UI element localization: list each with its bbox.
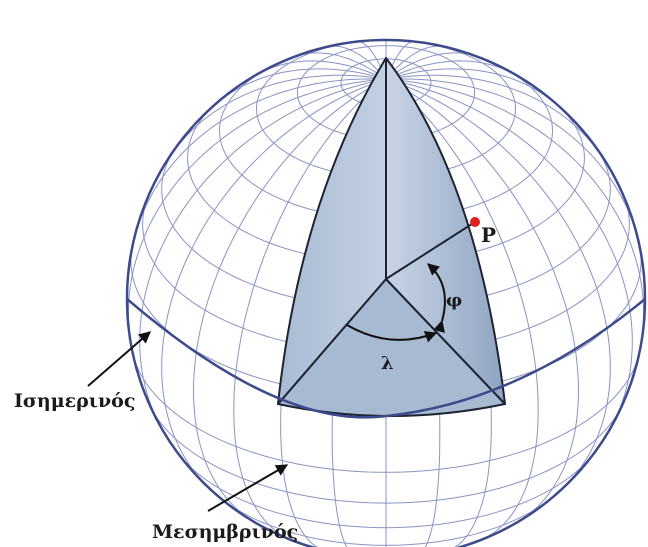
meridian-line [327, 45, 387, 80]
meridian-line [161, 78, 387, 494]
wedge-left-face [277, 57, 387, 405]
cutaway-wedge [277, 57, 506, 417]
latitude-arc [427, 263, 446, 334]
meridian-line [385, 78, 645, 352]
equator-label: Ισημερινός [14, 390, 135, 412]
meridian-line [385, 78, 580, 525]
equator-leader [87, 331, 151, 387]
parallel-line [174, 449, 598, 529]
longitude-arc [346, 324, 438, 343]
parallel-line [131, 351, 641, 473]
meridian-line [385, 78, 642, 255]
meridian-line [233, 79, 387, 541]
meridian-line [130, 78, 387, 255]
meridian-line [139, 78, 387, 440]
radius-to-point [385, 221, 476, 280]
meridian-line [385, 79, 539, 541]
meridian-line [192, 78, 387, 525]
point-p-label: P [481, 223, 496, 247]
point-p-marker [470, 217, 480, 227]
meridian-leader [207, 464, 289, 512]
parallel-line [147, 400, 625, 504]
longitude-symbol: λ [381, 353, 394, 374]
meridian-line [385, 78, 633, 440]
meridian-line [385, 78, 611, 494]
meridian-line [164, 74, 387, 165]
equator-line [126, 298, 646, 419]
latitude-symbol: φ [446, 290, 462, 311]
meridian-line [385, 74, 608, 165]
meridian-line [385, 45, 445, 80]
wedge-right-face [385, 57, 506, 405]
meridian-line [127, 78, 387, 352]
meridian-label: Μεσημβρινός [152, 521, 298, 543]
